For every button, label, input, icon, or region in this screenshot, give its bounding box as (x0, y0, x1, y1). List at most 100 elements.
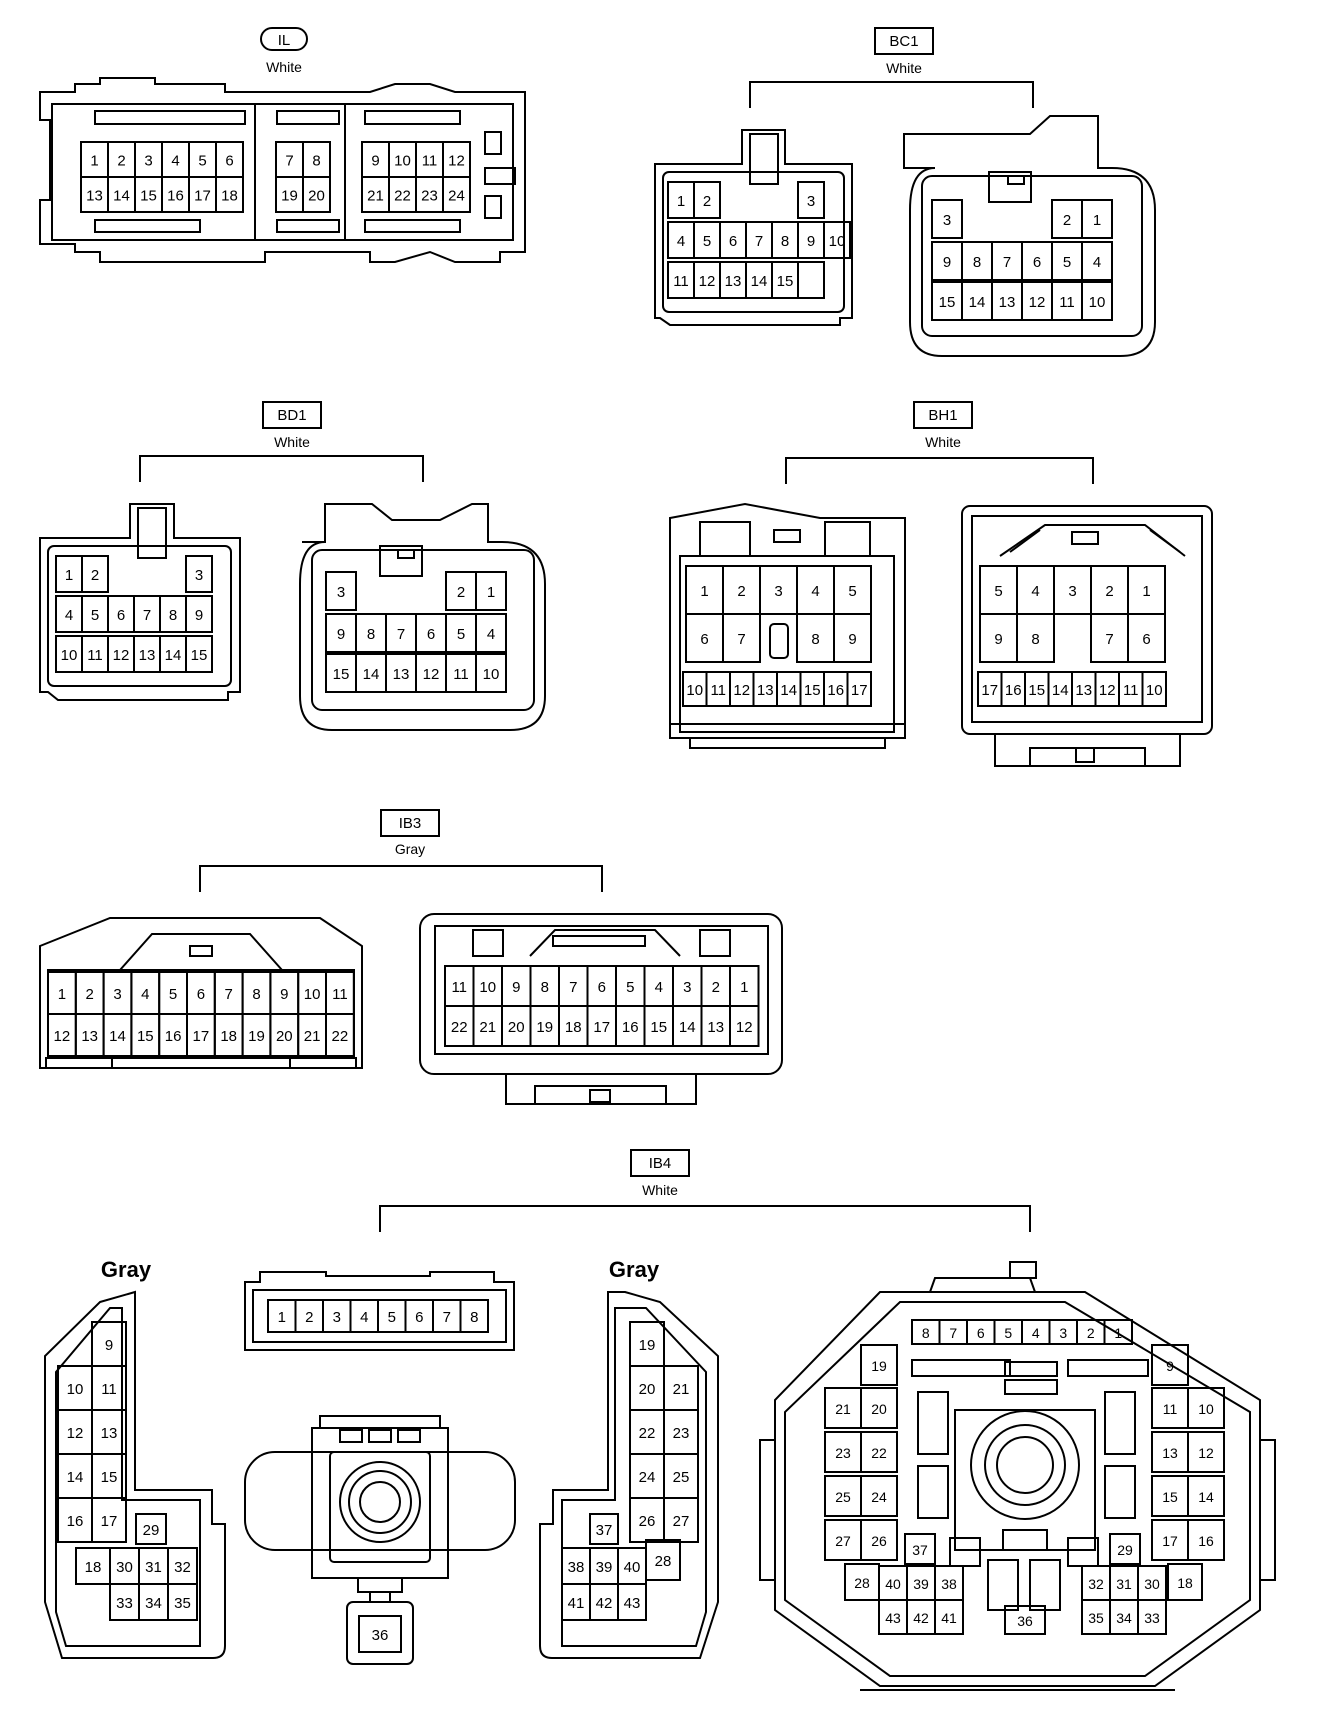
pin-number: 1 (700, 583, 708, 600)
pin-number: 14 (969, 294, 986, 311)
pin-cell (645, 1539, 681, 1581)
pin-cell (860, 1431, 898, 1473)
pin-number: 8 (811, 631, 819, 648)
pin-number: 22 (451, 1019, 468, 1036)
pin-number: 7 (569, 979, 577, 996)
pin-number: 2 (1087, 1325, 1095, 1341)
pin-number: 15 (140, 188, 157, 205)
pin-number: 11 (710, 682, 726, 699)
pin-cell (1004, 1605, 1046, 1635)
pin-number: 24 (871, 1489, 887, 1505)
pin-number: 5 (626, 979, 634, 996)
ib4-right-block-housing (539, 1291, 719, 1659)
pin-number: 6 (1142, 631, 1150, 648)
pin-number: 8 (252, 986, 260, 1003)
pin-cell (1137, 1599, 1167, 1635)
pin-cell (860, 1387, 898, 1429)
pin-number: 19 (536, 1019, 553, 1036)
pin-number: 17 (194, 188, 211, 205)
pin-number: 23 (835, 1445, 851, 1461)
pin-number: 2 (457, 584, 465, 601)
ib4-left-block-color: Gray (101, 1257, 152, 1282)
pin-number: 8 (1031, 631, 1039, 648)
pin-number: 1 (90, 153, 98, 170)
pin-number: 16 (67, 1513, 84, 1530)
pin-number: 11 (673, 273, 689, 290)
pin-cell (833, 613, 872, 663)
pin-number: 6 (117, 607, 125, 624)
ib3-color: Gray (395, 841, 425, 857)
pin-number: 42 (596, 1595, 613, 1612)
pin-number: 1 (58, 986, 66, 1003)
pin-number: 15 (650, 1019, 667, 1036)
pin-number: 2 (117, 153, 125, 170)
pin-number: 10 (1198, 1401, 1214, 1417)
pin-number: 39 (913, 1576, 929, 1592)
pin-number: 12 (1198, 1445, 1214, 1461)
il-housing (39, 77, 526, 263)
bc1-left-housing (654, 129, 853, 326)
pin-number: 4 (171, 153, 179, 170)
pin-number: 38 (568, 1559, 585, 1576)
pin-cell (475, 571, 507, 611)
pin-number: 11 (1123, 682, 1139, 699)
pin-number: 8 (169, 607, 177, 624)
pin-number: 20 (508, 1019, 525, 1036)
pin-cell (1103, 1319, 1133, 1345)
pin-number: 6 (700, 631, 708, 648)
ib3-code-box (380, 809, 440, 837)
pin-number: 35 (174, 1595, 191, 1612)
ib4-center-pin: 36 (358, 1615, 402, 1653)
pin-number: 39 (596, 1559, 613, 1576)
pin-number: 5 (388, 1309, 396, 1326)
pin-cell (1016, 613, 1055, 663)
pin-number: 1 (1093, 212, 1101, 229)
pin-number: 1 (65, 567, 73, 584)
pin-number: 11 (451, 979, 467, 996)
pin-number: 34 (145, 1595, 162, 1612)
pin-number: 15 (939, 294, 956, 311)
pin-cell (722, 613, 761, 663)
pin-number: 3 (1068, 583, 1076, 600)
pin-number: 16 (1005, 682, 1022, 699)
pin-cell (931, 199, 963, 239)
pin-cell (1187, 1387, 1225, 1429)
ib3-right-housing (419, 913, 783, 1105)
pin-number: 14 (1052, 682, 1069, 699)
pin-number: 38 (941, 1576, 957, 1592)
pin-number: 29 (1117, 1542, 1133, 1558)
pin-number: 6 (729, 233, 737, 250)
il-color: White (266, 59, 302, 75)
pin-number: 7 (143, 607, 151, 624)
pin-number: 1 (278, 1309, 286, 1326)
pin-number: 12 (733, 682, 750, 699)
pin-number: 7 (1105, 631, 1113, 648)
pin-number: 13 (1162, 1445, 1178, 1461)
pin-number: 7 (397, 626, 405, 643)
pin-number: 12 (67, 1425, 84, 1442)
pin-number: 20 (308, 188, 325, 205)
pin-number: 19 (248, 1028, 265, 1045)
pin-number: 3 (943, 212, 951, 229)
pin-number: 5 (703, 233, 711, 250)
ib4-code-box (630, 1149, 690, 1177)
pin-number: 37 (912, 1542, 928, 1558)
ib4-round-housing (759, 1261, 1276, 1691)
pin-number: 41 (941, 1610, 957, 1626)
pin-number: 11 (332, 986, 348, 1003)
pin-number: 10 (1089, 294, 1106, 311)
pin-cell (934, 1599, 964, 1635)
pin-number: 4 (65, 607, 73, 624)
pin-cell (617, 1583, 647, 1621)
pin-number: 2 (86, 986, 94, 1003)
pin-cell (325, 571, 357, 611)
pin-cell (1081, 199, 1113, 239)
pin-number: 18 (1177, 1575, 1193, 1591)
pin-number: 10 (479, 979, 496, 996)
ib4-right-block-color: Gray (609, 1257, 660, 1282)
pin-number: 4 (487, 626, 495, 643)
